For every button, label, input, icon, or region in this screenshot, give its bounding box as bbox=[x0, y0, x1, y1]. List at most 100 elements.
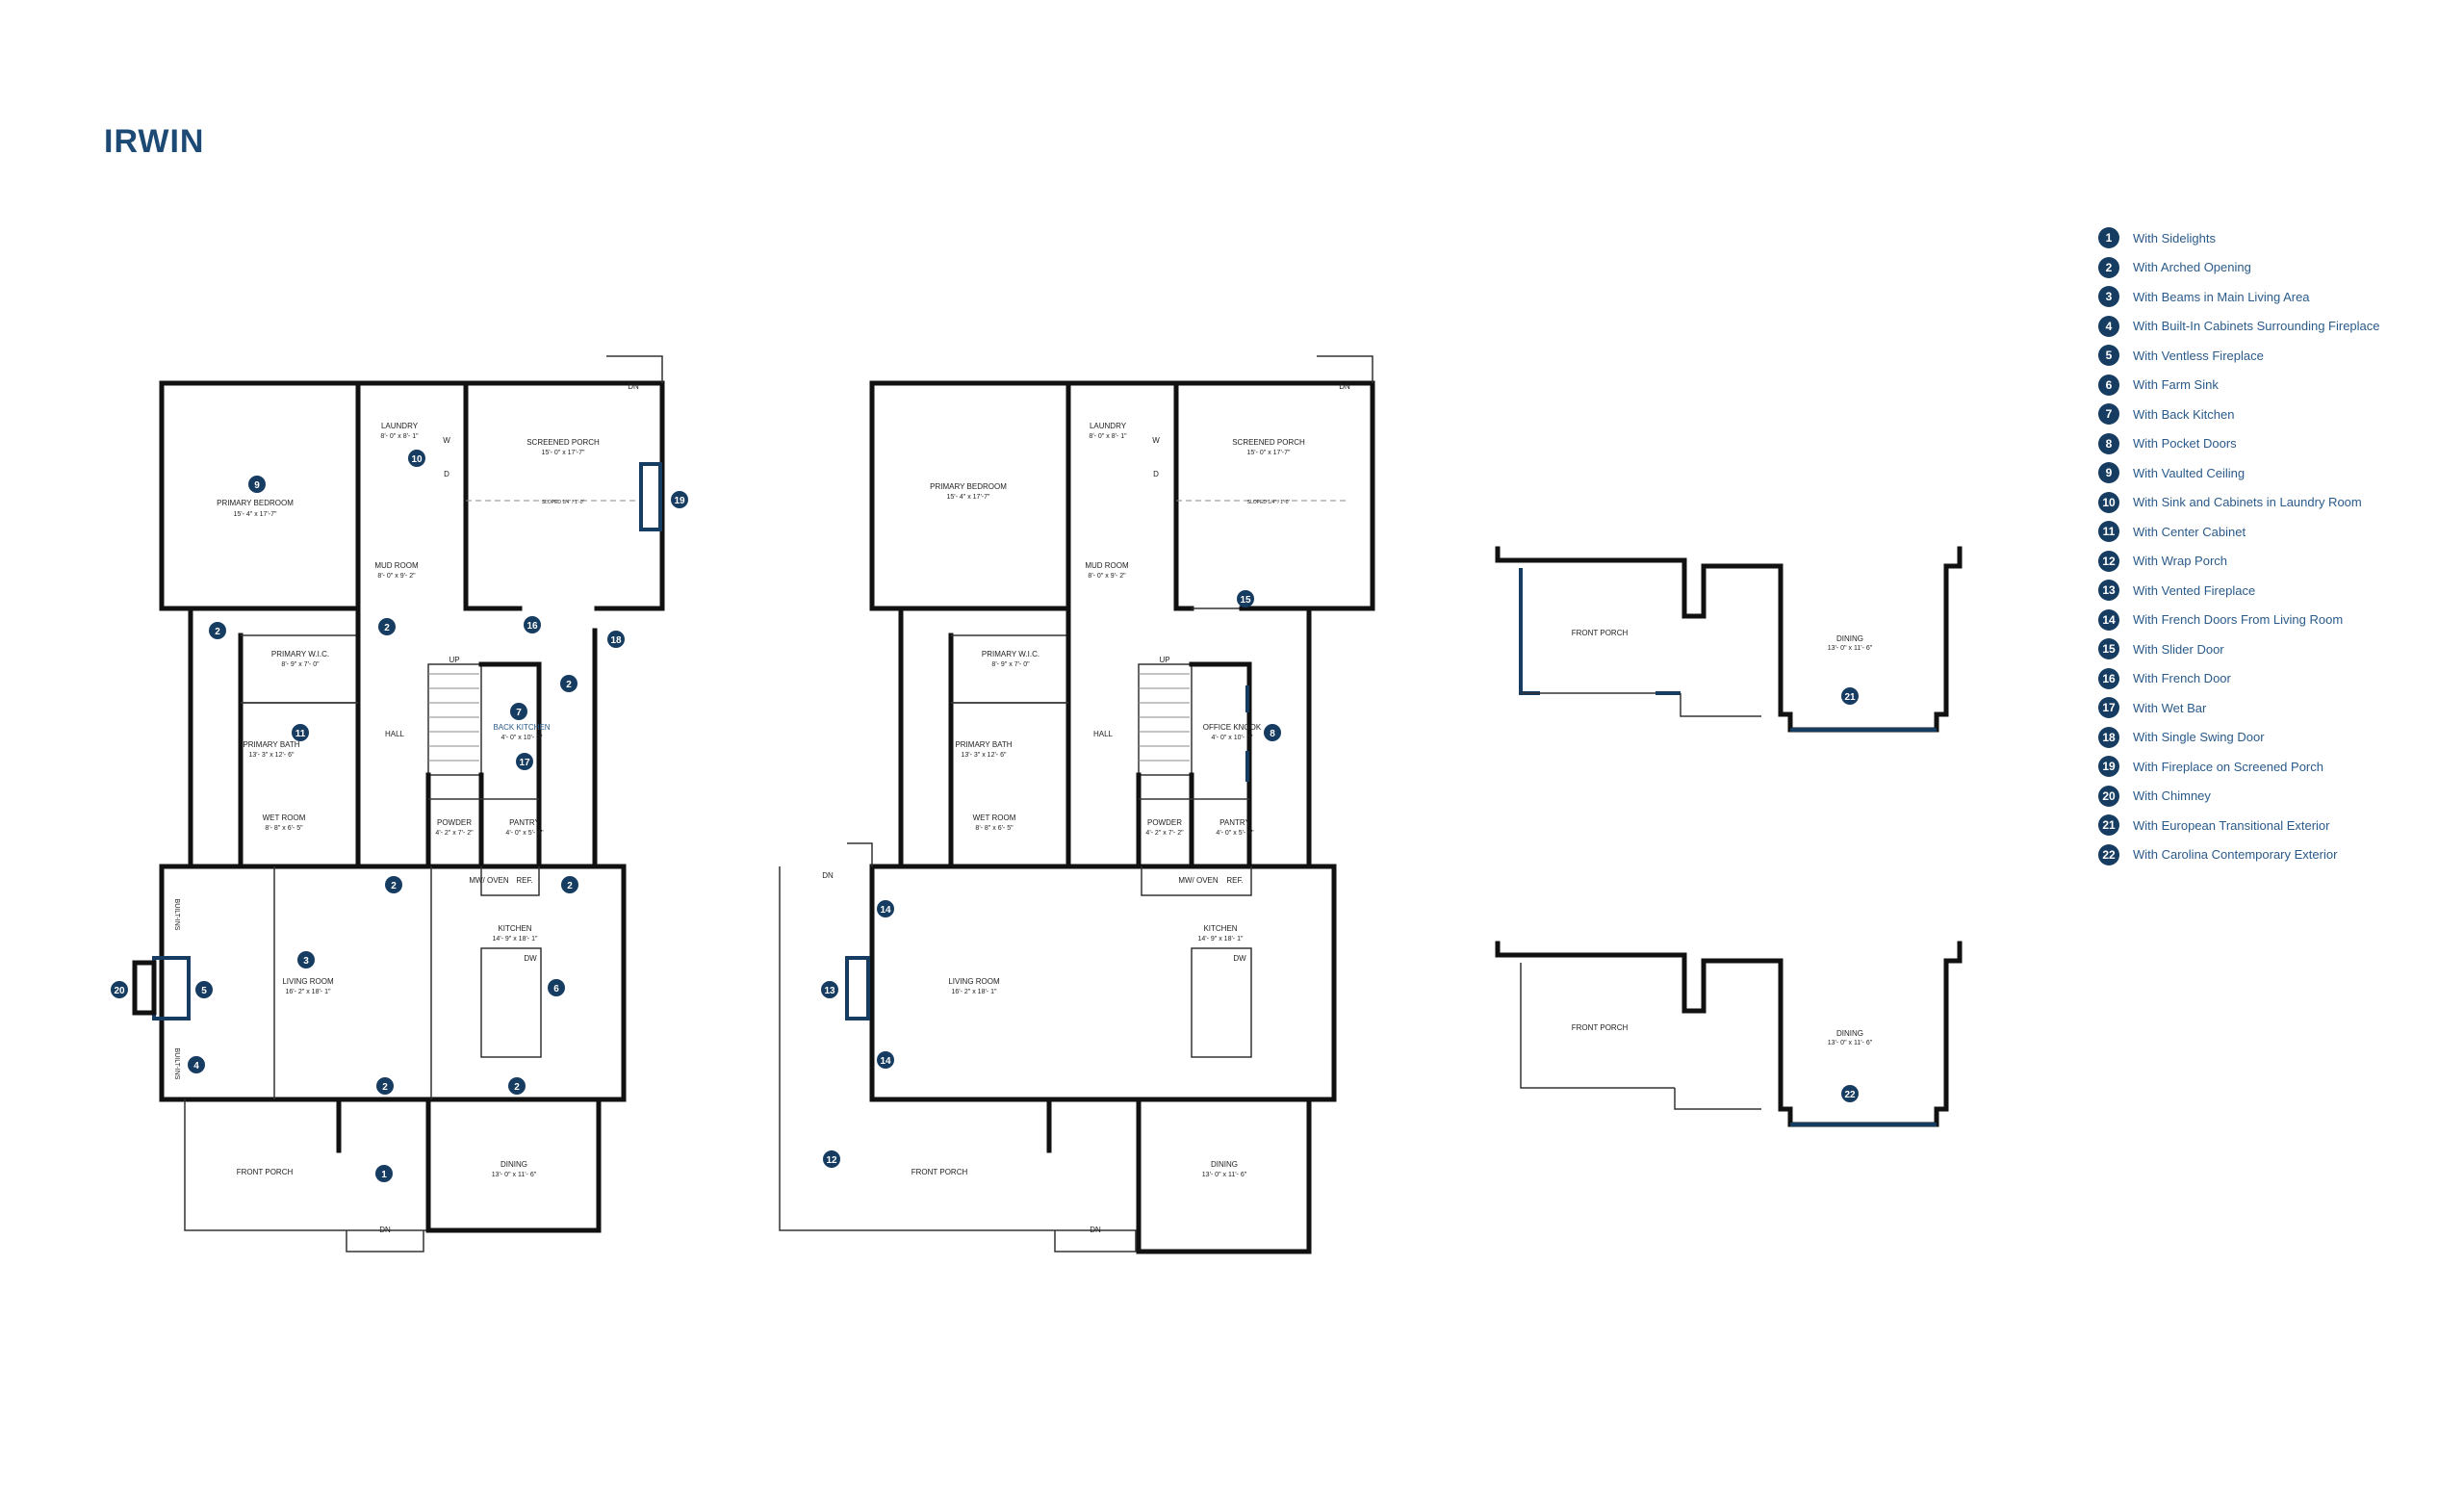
legend-item: 19 With Fireplace on Screened Porch bbox=[2098, 752, 2445, 782]
svg-text:13: 13 bbox=[824, 986, 835, 996]
svg-text:DN: DN bbox=[1339, 382, 1350, 391]
svg-text:13'- 0" x 11'- 6": 13'- 0" x 11'- 6" bbox=[1828, 645, 1873, 652]
svg-text:16: 16 bbox=[526, 621, 538, 632]
svg-text:KITCHEN: KITCHEN bbox=[498, 924, 531, 933]
badge: 13 bbox=[821, 981, 838, 998]
legend-label: With Arched Opening bbox=[2133, 260, 2251, 275]
svg-text:2: 2 bbox=[215, 627, 220, 637]
svg-text:14: 14 bbox=[880, 905, 891, 916]
legend-number-badge: 13 bbox=[2098, 580, 2119, 602]
badge: 10 bbox=[408, 450, 425, 467]
legend-number-badge: 7 bbox=[2098, 403, 2119, 426]
legend-label: With Pocket Doors bbox=[2133, 436, 2237, 452]
legend-number-badge: 21 bbox=[2098, 814, 2119, 837]
svg-text:4'- 2" x 7'- 2": 4'- 2" x 7'- 2" bbox=[1145, 830, 1184, 837]
legend-label: With Slider Door bbox=[2133, 641, 2224, 657]
svg-text:MUD ROOM: MUD ROOM bbox=[374, 561, 419, 570]
legend-number-badge: 1 bbox=[2098, 227, 2119, 249]
svg-text:21: 21 bbox=[1844, 692, 1856, 703]
svg-text:FRONT PORCH: FRONT PORCH bbox=[1572, 629, 1629, 637]
svg-text:FRONT PORCH: FRONT PORCH bbox=[911, 1168, 968, 1176]
svg-text:18: 18 bbox=[610, 635, 622, 646]
svg-text:POWDER: POWDER bbox=[1147, 818, 1182, 827]
svg-text:13'- 0" x 11'- 6": 13'- 0" x 11'- 6" bbox=[492, 1172, 537, 1178]
svg-text:8: 8 bbox=[1270, 729, 1275, 739]
svg-text:19: 19 bbox=[674, 496, 685, 506]
svg-text:8'- 0" x 9'- 2": 8'- 0" x 9'- 2" bbox=[1088, 573, 1126, 580]
svg-text:DN: DN bbox=[628, 382, 639, 391]
legend-number-badge: 14 bbox=[2098, 608, 2119, 631]
legend-label: With Fireplace on Screened Porch bbox=[2133, 759, 2323, 774]
badge: 9 bbox=[248, 476, 266, 493]
svg-text:BACK KITCHEN: BACK KITCHEN bbox=[493, 723, 550, 732]
badge: 4 bbox=[188, 1056, 205, 1073]
svg-text:MUD ROOM: MUD ROOM bbox=[1085, 561, 1129, 570]
svg-text:5: 5 bbox=[201, 986, 207, 996]
svg-text:FRONT PORCH: FRONT PORCH bbox=[237, 1168, 294, 1176]
legend-number-badge: 5 bbox=[2098, 345, 2119, 367]
legend-label: With Farm Sink bbox=[2133, 377, 2219, 393]
badge: 17 bbox=[516, 753, 533, 770]
legend-item: 1 With Sidelights bbox=[2098, 223, 2445, 253]
svg-text:REF.: REF. bbox=[1226, 876, 1243, 885]
svg-text:17: 17 bbox=[519, 758, 530, 768]
svg-text:1: 1 bbox=[381, 1170, 387, 1180]
svg-text:15'- 4" x 17'-7": 15'- 4" x 17'-7" bbox=[234, 511, 278, 518]
svg-text:DN: DN bbox=[1090, 1226, 1101, 1234]
svg-text:D: D bbox=[1153, 470, 1159, 478]
svg-text:BUILT-INS: BUILT-INS bbox=[173, 1048, 180, 1080]
svg-text:DN: DN bbox=[379, 1226, 391, 1234]
legend-number-badge: 11 bbox=[2098, 521, 2119, 543]
badge: 11 bbox=[292, 724, 309, 741]
legend-number-badge: 18 bbox=[2098, 726, 2119, 748]
svg-text:DINING: DINING bbox=[1211, 1160, 1238, 1169]
svg-text:BUILT-INS: BUILT-INS bbox=[173, 899, 180, 931]
legend-label: With Carolina Contemporary Exterior bbox=[2133, 847, 2338, 863]
svg-text:DINING: DINING bbox=[1836, 1029, 1863, 1038]
svg-text:W: W bbox=[1152, 436, 1160, 445]
svg-text:8'- 8" x 6'- 5": 8'- 8" x 6'- 5" bbox=[265, 825, 303, 832]
svg-text:WET ROOM: WET ROOM bbox=[973, 814, 1016, 822]
badge: 8 bbox=[1264, 724, 1281, 741]
svg-text:4: 4 bbox=[193, 1061, 199, 1072]
legend-number-badge: 20 bbox=[2098, 785, 2119, 807]
legend-number-badge: 6 bbox=[2098, 374, 2119, 396]
badge: 5 bbox=[195, 981, 213, 998]
svg-text:7: 7 bbox=[516, 708, 522, 718]
elevation-a: FRONT PORCH DINING 13'- 0" x 11'- 6" 21 bbox=[1495, 546, 1963, 733]
svg-text:WET ROOM: WET ROOM bbox=[263, 814, 306, 822]
badge: 14 bbox=[877, 1051, 894, 1069]
legend-label: With Sidelights bbox=[2133, 230, 2216, 245]
room-office-knook: OFFICE KNOOK bbox=[1203, 723, 1262, 732]
plan-b: PRIMARY BEDROOM 15'- 4" x 17'-7" LAUNDRY… bbox=[779, 355, 1375, 1254]
svg-text:4'- 0" x 10'- 0": 4'- 0" x 10'- 0" bbox=[1211, 735, 1253, 741]
svg-text:13'- 3" x 12'- 6": 13'- 3" x 12'- 6" bbox=[962, 752, 1007, 759]
svg-text:14'- 9" x 18'- 1": 14'- 9" x 18'- 1" bbox=[1198, 936, 1244, 943]
legend-label: With Vaulted Ceiling bbox=[2133, 465, 2246, 480]
svg-text:UP: UP bbox=[449, 656, 459, 664]
legend-number-badge: 19 bbox=[2098, 756, 2119, 778]
svg-text:13'- 0" x 11'- 6": 13'- 0" x 11'- 6" bbox=[1828, 1040, 1873, 1046]
svg-text:10: 10 bbox=[411, 454, 423, 465]
svg-text:8'- 0" x 8'- 1": 8'- 0" x 8'- 1" bbox=[1089, 433, 1127, 440]
svg-text:22: 22 bbox=[1844, 1090, 1856, 1100]
badge: 14 bbox=[877, 900, 894, 917]
plan-a: PRIMARY BEDROOM 15'- 4" x 17'-7" LAUNDRY… bbox=[111, 355, 688, 1253]
svg-text:9: 9 bbox=[254, 480, 260, 491]
svg-text:8'- 8" x 6'- 5": 8'- 8" x 6'- 5" bbox=[975, 825, 1014, 832]
legend-label: With Built-In Cabinets Surrounding Firep… bbox=[2133, 319, 2380, 334]
svg-text:8'- 0" x 8'- 1": 8'- 0" x 8'- 1" bbox=[380, 433, 419, 440]
badge: 6 bbox=[548, 979, 565, 996]
legend-label: With Single Swing Door bbox=[2133, 730, 2265, 745]
